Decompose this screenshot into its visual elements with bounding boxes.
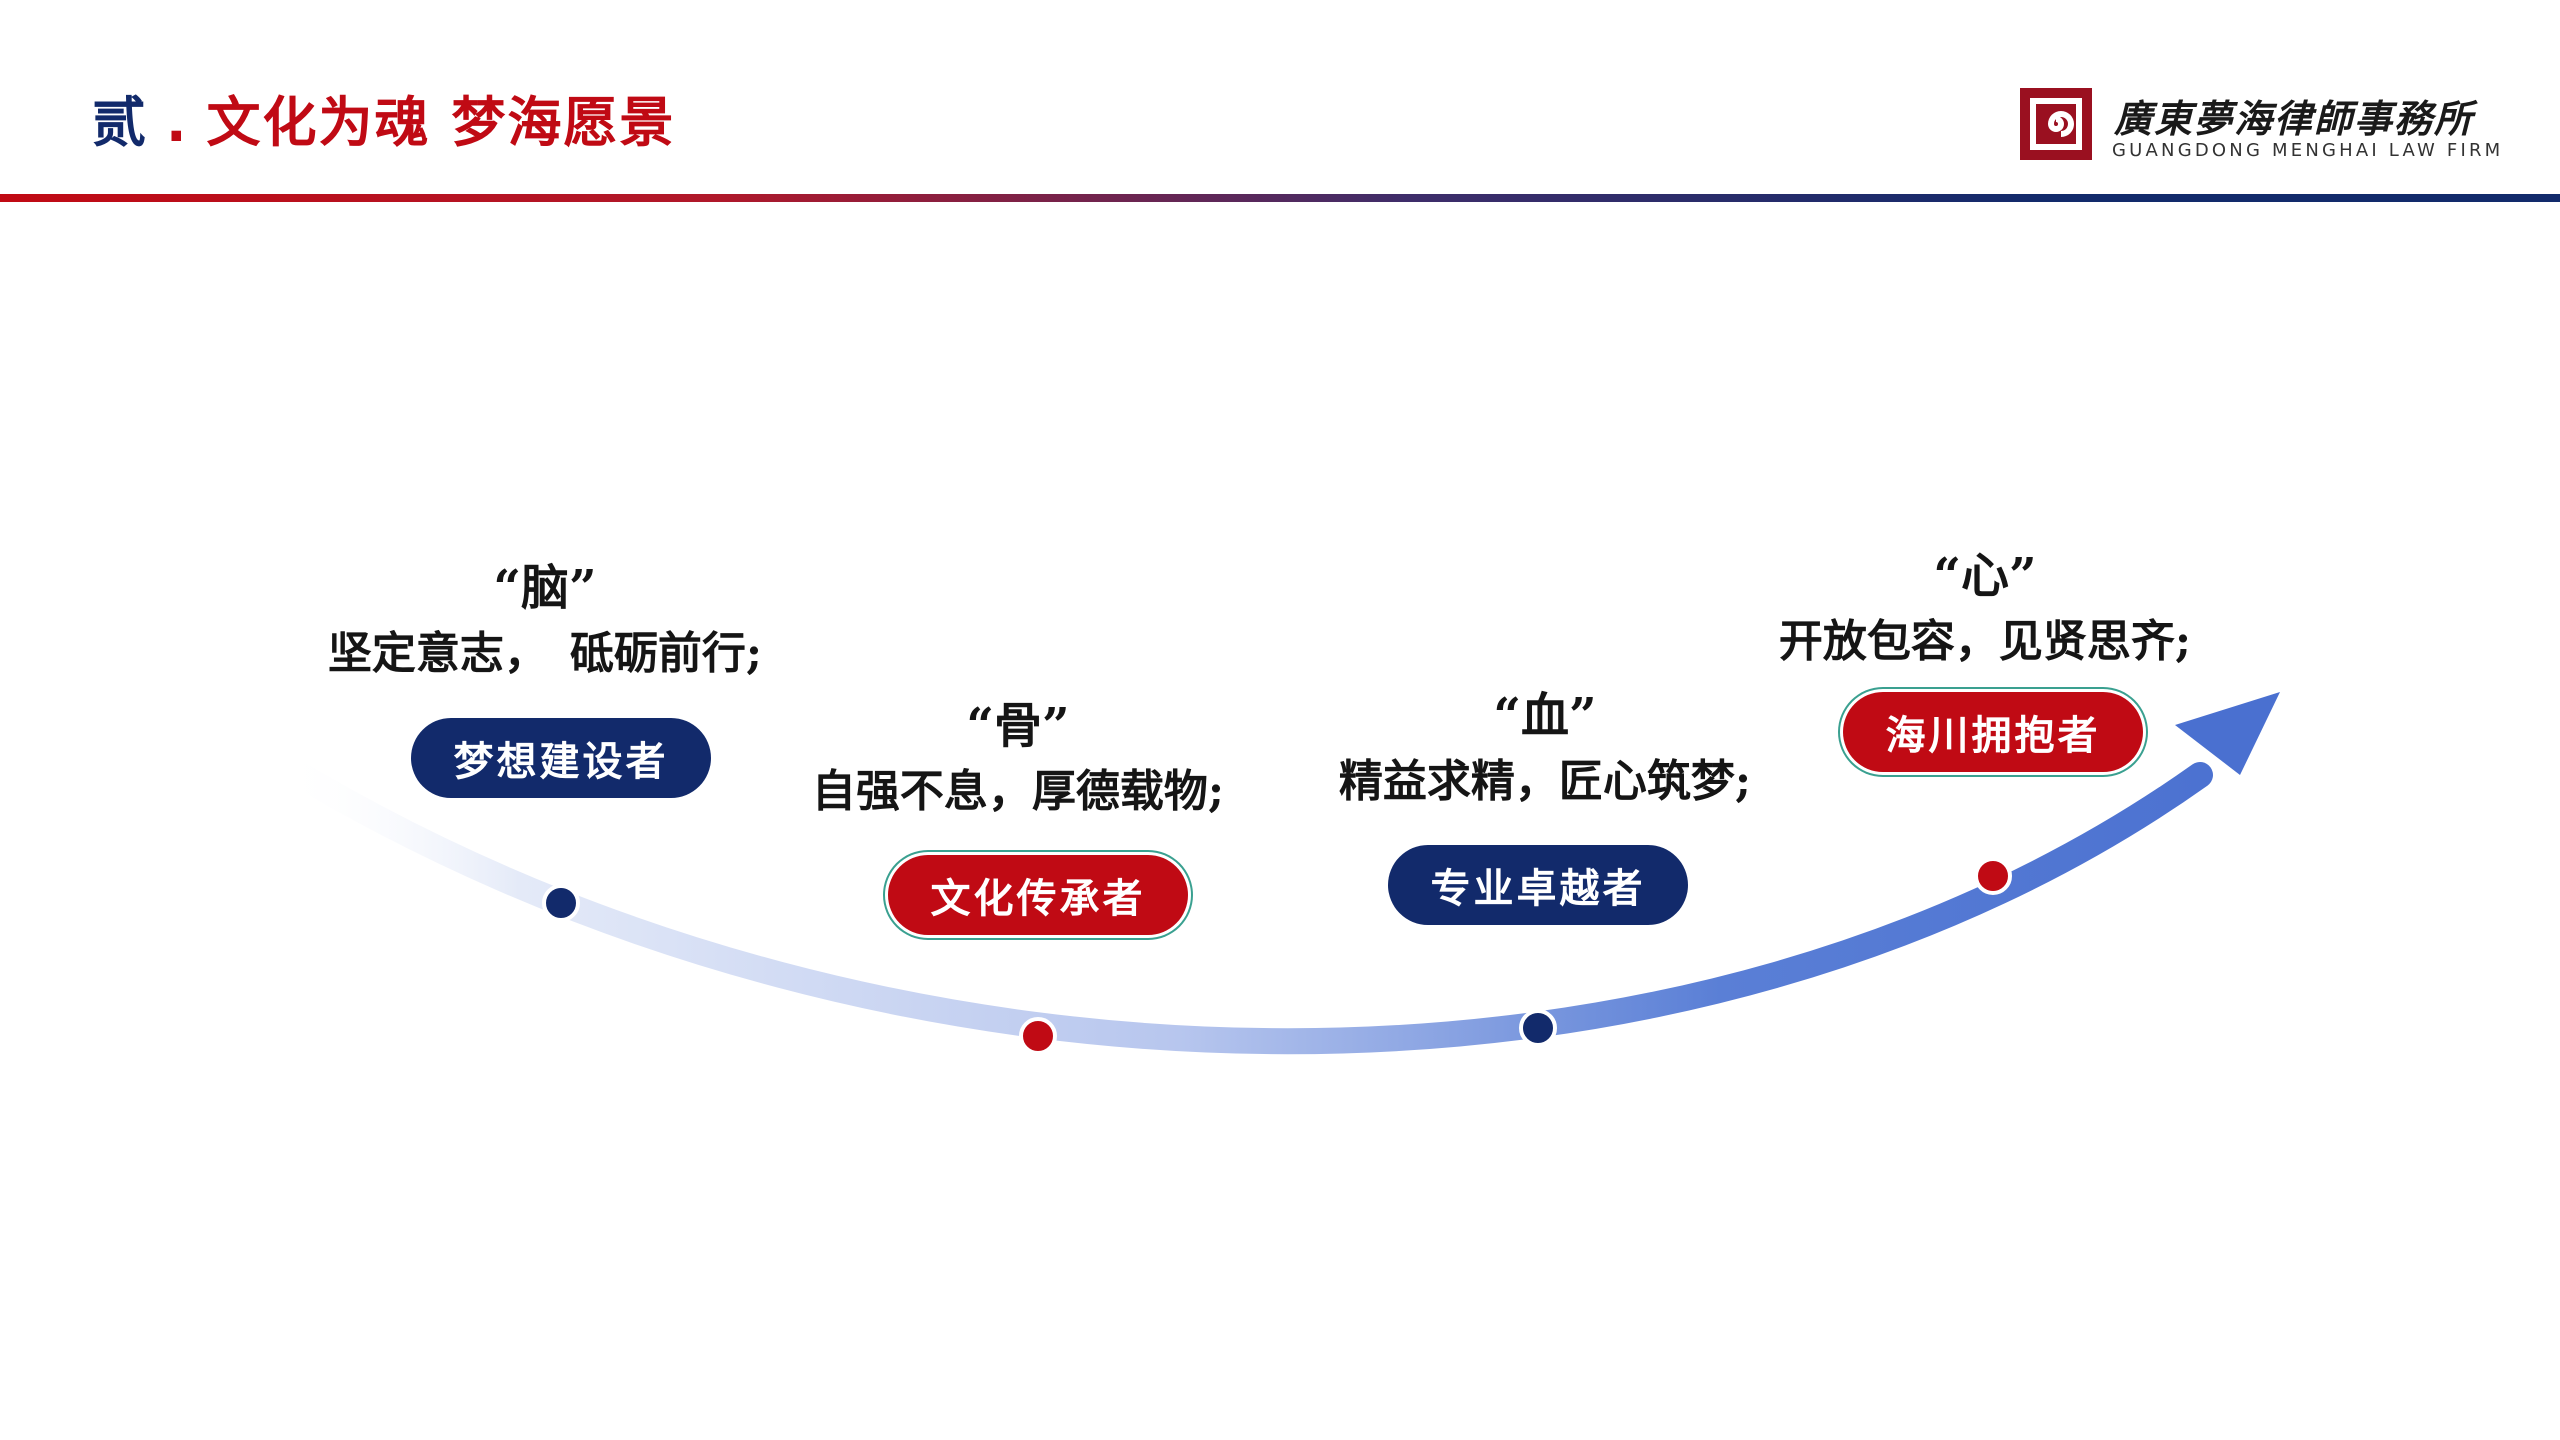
stage-3-quote: “血” <box>1493 688 1597 744</box>
page-title: 贰. 文化为魂 梦海愿景 <box>92 78 675 157</box>
stage-3-motto: 精益求精，匠心筑梦; <box>1338 756 1752 807</box>
stage-1-motto: 坚定意志， 砥砺前行; <box>327 628 763 679</box>
stage-dot-1 <box>542 884 580 922</box>
logo-name-en: GUANGDONG MENGHAI LAW FIRM <box>2112 140 2504 161</box>
stage-4-motto: 开放包容，见贤思齐; <box>1778 616 2192 667</box>
stage-4-role: 海川拥抱者 <box>1843 692 2143 772</box>
stage-2-quote: “骨” <box>966 698 1070 754</box>
stage-3-role: 专业卓越者 <box>1388 845 1688 925</box>
stage-4-text: “心” 开放包容，见贤思齐; <box>1779 548 2191 670</box>
stage-1-quote: “脑” <box>493 560 597 616</box>
title-dot: . <box>166 91 189 154</box>
curve-path <box>287 762 2213 1055</box>
stage-2-text: “骨” 自强不息，厚德载物; <box>812 698 1224 820</box>
header-rule <box>0 194 2560 202</box>
title-text: 文化为魂 梦海愿景 <box>206 91 676 154</box>
stage-3-text: “血” 精益求精，匠心筑梦; <box>1339 688 1751 810</box>
stage-dot-3 <box>1519 1009 1557 1047</box>
stage-dot-4 <box>1974 857 2012 895</box>
stage-2-motto: 自强不息，厚德载物; <box>811 766 1225 817</box>
stage-1-role: 梦想建设者 <box>411 718 711 798</box>
title-number: 贰 <box>92 91 148 154</box>
logo-name-cn: 廣東夢海律師事務所 <box>2114 96 2475 141</box>
firm-logo: 廣東夢海律師事務所 GUANGDONG MENGHAI LAW FIRM <box>2018 86 2500 162</box>
stage-4-quote: “心” <box>1933 548 2037 604</box>
spiral-seal-icon <box>2020 88 2092 160</box>
curve-arrowhead <box>2175 692 2280 775</box>
stage-dot-2 <box>1019 1017 1057 1055</box>
stage-1-text: “脑” 坚定意志， 砥砺前行; <box>328 560 762 682</box>
stage-2-role: 文化传承者 <box>888 855 1188 935</box>
